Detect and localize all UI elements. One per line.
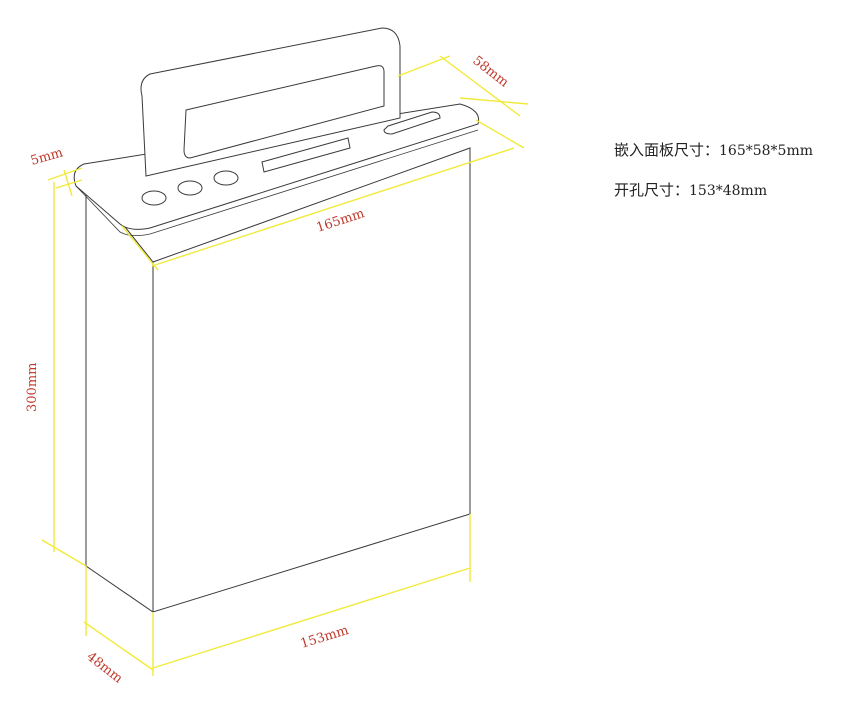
dim-body-width-label: 153mm: [299, 623, 351, 652]
panel-size-value: 165*58*5mm: [719, 143, 814, 159]
top-panel-edge: [75, 129, 479, 236]
body-left-face: [85, 176, 154, 613]
handle-opening: [183, 65, 385, 159]
button-2: [177, 180, 203, 196]
cutout-size-label: 开孔尺寸：: [614, 181, 690, 199]
cutout-size-spec: 开孔尺寸：153*48mm: [614, 179, 767, 200]
dim-body-height: 300mm: [25, 182, 87, 567]
dim-panel-thickness: 5mm: [29, 145, 83, 197]
button-3: [213, 170, 239, 186]
button-1: [141, 190, 167, 206]
panel-display-window: [261, 137, 351, 173]
dim-panel-depth-label: 58mm: [470, 53, 512, 90]
cutout-size-value: 153*48mm: [689, 183, 768, 199]
dim-body-depth-label: 48mm: [84, 649, 126, 686]
panel-size-spec: 嵌入面板尺寸：165*58*5mm: [614, 139, 813, 160]
dim-body-height-label: 300mm: [25, 363, 40, 412]
dim-panel-thickness-label: 5mm: [29, 145, 65, 168]
panel-slot: [383, 111, 441, 135]
panel-size-label: 嵌入面板尺寸：: [614, 141, 720, 159]
